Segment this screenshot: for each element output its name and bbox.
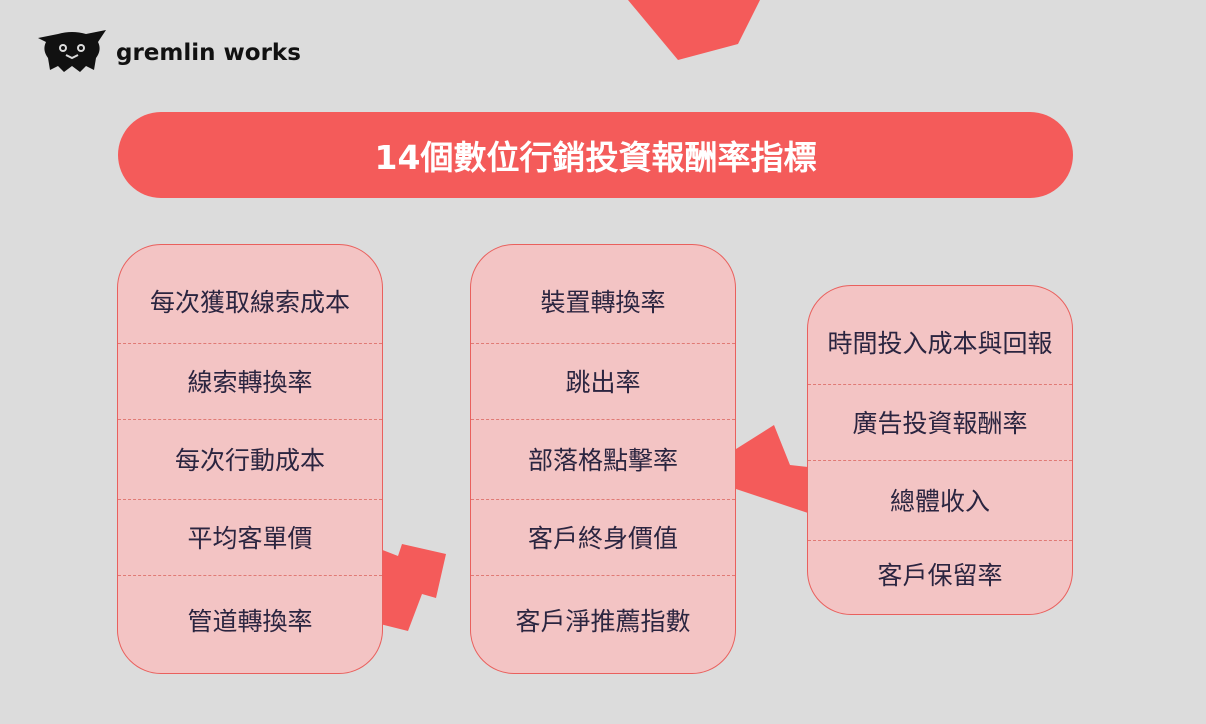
brand-name: gremlin works: [116, 40, 301, 66]
list-item: 客戶終身價值: [527, 524, 678, 553]
divider: [118, 575, 382, 576]
list-item: 客戶淨推薦指數: [515, 607, 691, 636]
divider: [118, 499, 382, 500]
divider: [118, 343, 382, 344]
list-item: 線索轉換率: [187, 368, 313, 397]
gremlin-cat-icon: [36, 28, 108, 78]
list-item: 客戶保留率: [877, 561, 1003, 590]
title-banner: 14個數位行銷投資報酬率指標: [118, 112, 1073, 198]
divider: [808, 540, 1072, 541]
metrics-card-1: 每次獲取線索成本 線索轉換率 每次行動成本 平均客單價 管道轉換率: [117, 244, 383, 674]
divider: [471, 343, 735, 344]
divider: [471, 575, 735, 576]
list-item: 時間投入成本與回報: [827, 329, 1053, 358]
brand-logo: gremlin works: [36, 28, 301, 78]
divider: [808, 460, 1072, 461]
divider: [118, 419, 382, 420]
metrics-card-2: 裝置轉換率 跳出率 部落格點擊率 客戶終身價值 客戶淨推薦指數: [470, 244, 736, 674]
list-item: 部落格點擊率: [527, 446, 678, 475]
list-item: 跳出率: [565, 368, 641, 397]
decorative-right-shape: [736, 425, 808, 513]
list-item: 總體收入: [889, 487, 990, 516]
divider: [808, 384, 1072, 385]
list-item: 裝置轉換率: [540, 288, 666, 317]
divider: [471, 499, 735, 500]
decorative-left-shape: [362, 542, 446, 631]
divider: [471, 419, 735, 420]
metrics-card-3: 時間投入成本與回報 廣告投資報酬率 總體收入 客戶保留率: [807, 285, 1073, 615]
decorative-top-shape: [628, 0, 760, 60]
list-item: 廣告投資報酬率: [852, 409, 1028, 438]
page-title: 14個數位行銷投資報酬率指標: [374, 138, 817, 177]
list-item: 每次行動成本: [174, 446, 325, 475]
list-item: 平均客單價: [187, 524, 313, 553]
list-item: 每次獲取線索成本: [149, 288, 350, 317]
list-item: 管道轉換率: [187, 607, 313, 636]
